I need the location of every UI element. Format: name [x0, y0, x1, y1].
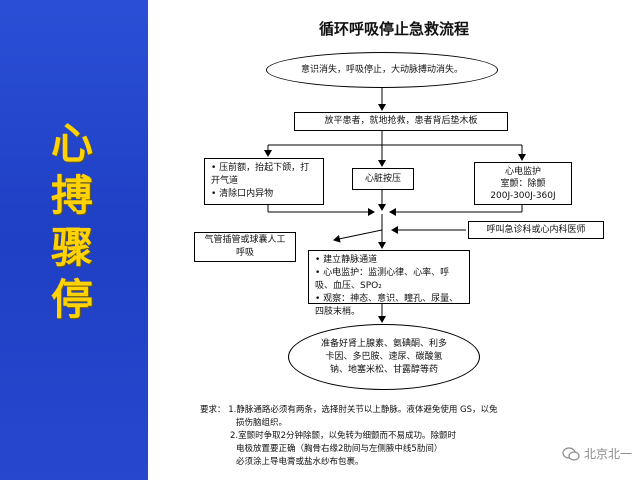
- watermark: 北京北一: [562, 445, 632, 462]
- side-title-char: 停: [50, 275, 93, 324]
- airway-line: • 清除口内异物: [211, 189, 274, 199]
- cpr-node: 心脏按压: [352, 168, 414, 190]
- care-line: • 建立静脉通道: [315, 255, 378, 265]
- intubation-node: 气管插管或球囊人工呼吸: [194, 232, 296, 262]
- side-title: 心 搏 骤 停: [40, 118, 104, 326]
- monitor-line: 心电监护: [504, 166, 541, 177]
- notes-line: 电极放置要正确（胸骨右缘2肋间与左侧腋中线5肋间）: [236, 444, 443, 454]
- side-title-char: 心: [50, 119, 93, 168]
- notes-line: 必须涂上导电膏或盐水纱布包裹。: [236, 457, 364, 467]
- monitor-node: 心电监护 室颤：除颤 200J-300J-360J: [474, 162, 572, 205]
- drugs-node: 准备好肾上腺素、氨碘酮、利多卡因、多巴胺、速尿、碳酸氢钠、地塞米松、甘露醇等药: [288, 324, 480, 390]
- call-node: 呼叫急诊科或心内科医师: [468, 221, 604, 239]
- notes-line: 2.室颤时争取2分钟除颤，以免转为细颤而不易成功。除颤时: [230, 431, 457, 441]
- start-node: 意识消失，呼吸停止，大动脉搏动消失。: [266, 52, 498, 88]
- flowchart-title: 循环呼吸停止急救流程: [318, 20, 469, 38]
- connector-lines: [264, 88, 526, 323]
- flowchart-panel: 循环呼吸停止急救流程: [148, 0, 640, 480]
- requirements-notes: 要求： 1.静脉通路必须有两条，选择肘关节以上静脉。液体避免使用 GS，以免 损…: [200, 404, 630, 469]
- notes-label: 要求：: [200, 405, 226, 415]
- cpr-text: 心脏按压: [364, 173, 401, 184]
- side-title-char: 骤: [50, 223, 93, 272]
- airway-node: • 压前额，抬起下颌，打开气道 • 清除口内异物: [204, 158, 324, 205]
- monitor-line: 室颤：除颤: [500, 178, 546, 189]
- call-text: 呼叫急诊科或心内科医师: [486, 224, 586, 235]
- left-panel: 心 搏 骤 停: [0, 0, 148, 480]
- care-line: • 心电监护：监测心律、心率、呼吸、血压、SPO₂: [315, 268, 450, 291]
- side-title-char: 搏: [50, 171, 93, 220]
- start-text: 意识消失，呼吸停止，大动脉搏动消失。: [300, 64, 463, 75]
- wechat-icon: [562, 446, 580, 461]
- care-line: • 观察：神态、意识、瞳孔、尿量、四肢末梢。: [315, 294, 459, 317]
- notes-line: 损伤脑组织。: [236, 418, 288, 428]
- position-node: 放平患者，就地抢救，患者背后垫木板: [294, 112, 508, 131]
- monitor-line: 200J-300J-360J: [490, 190, 556, 201]
- care-node: • 建立静脉通道 • 心电监护：监测心律、心率、呼吸、血压、SPO₂ • 观察：…: [308, 250, 470, 317]
- position-text: 放平患者，就地抢救，患者背后垫木板: [324, 116, 478, 126]
- airway-line: • 压前额，抬起下颌，打开气道: [211, 163, 310, 186]
- intubation-text: 气管插管或球囊人工呼吸: [204, 235, 286, 258]
- notes-line: 1.静脉通路必须有两条，选择肘关节以上静脉。液体避免使用 GS，以免: [228, 405, 498, 415]
- drugs-text: 准备好肾上腺素、氨碘酮、利多卡因、多巴胺、速尿、碳酸氢钠、地塞米松、甘露醇等药: [320, 338, 447, 375]
- watermark-text: 北京北一: [583, 447, 632, 461]
